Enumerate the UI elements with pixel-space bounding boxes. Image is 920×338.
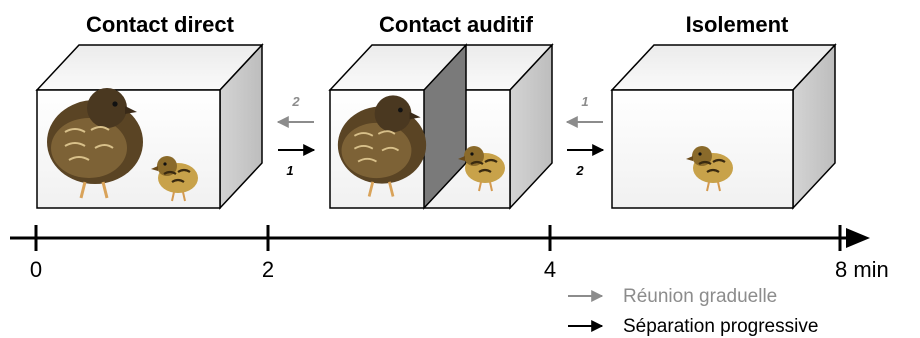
tick-label-2: 2 — [262, 257, 274, 282]
legend-gradual-reunion: Réunion graduelle — [623, 286, 777, 307]
gray-step-number: 1 — [581, 94, 588, 109]
legend-progressive-separation: Séparation progressive — [623, 316, 818, 337]
stage-title-direct: Contact direct — [86, 12, 235, 37]
black-step-number: 1 — [286, 163, 293, 178]
stage-title-auditory: Contact auditif — [379, 12, 534, 37]
cage-isolation — [610, 43, 837, 210]
timeline-arrowhead — [846, 228, 870, 248]
tick-label-4: 4 — [544, 257, 556, 282]
timeline: 0 2 4 8 min — [10, 225, 889, 282]
legend: Réunion graduelle Séparation progressive — [568, 286, 818, 337]
sound-permeable-partition — [423, 43, 467, 210]
tick-label-8: 8 min — [835, 257, 889, 282]
cage-auditory-contact — [328, 43, 554, 210]
stage-title-isolation: Isolement — [686, 12, 789, 37]
cage-direct-contact — [35, 43, 264, 210]
transition-1-2: 2 1 — [276, 94, 316, 178]
transition-2-3: 1 2 — [565, 94, 605, 178]
black-step-number: 2 — [575, 163, 584, 178]
tick-label-0: 0 — [30, 257, 42, 282]
gray-step-number: 2 — [291, 94, 300, 109]
